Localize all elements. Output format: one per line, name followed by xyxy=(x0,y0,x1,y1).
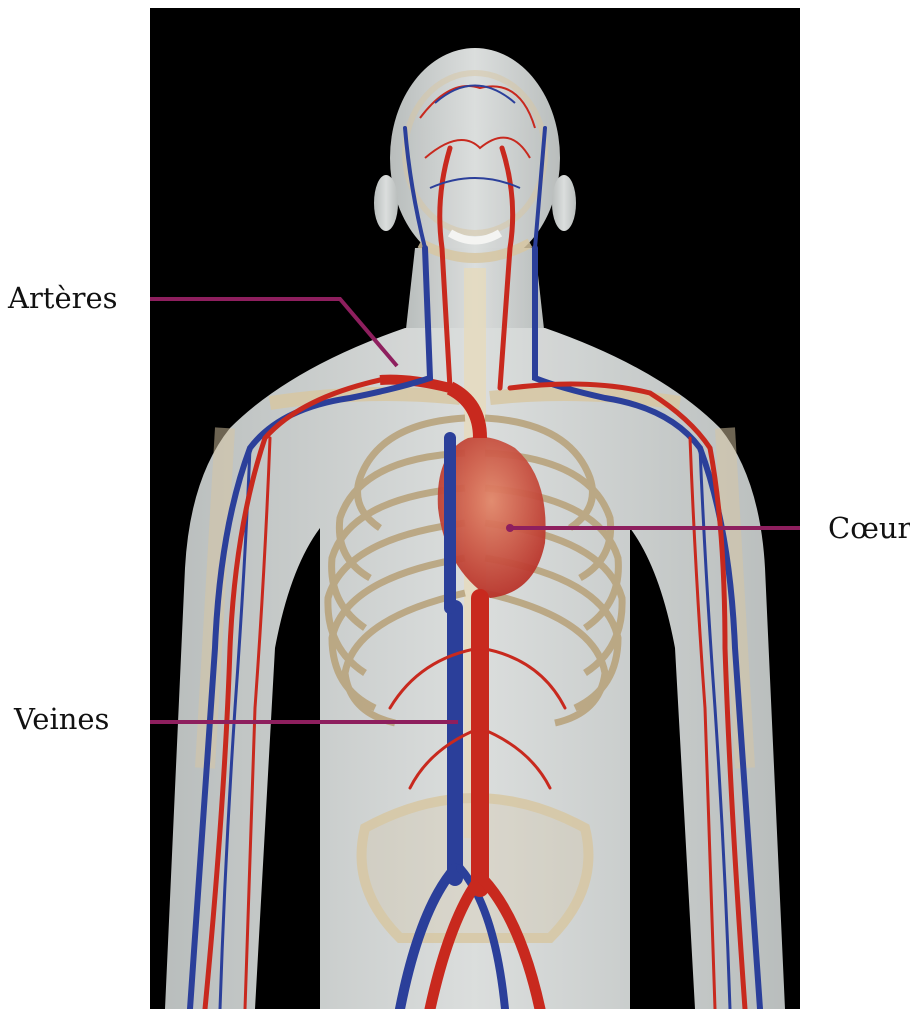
veins-label: Veines xyxy=(14,705,109,734)
heart-label: Cœur xyxy=(828,514,910,543)
arteries-leader-line xyxy=(150,299,397,366)
heart-leader-dot xyxy=(506,524,514,532)
arteries-label: Artères xyxy=(8,284,118,313)
